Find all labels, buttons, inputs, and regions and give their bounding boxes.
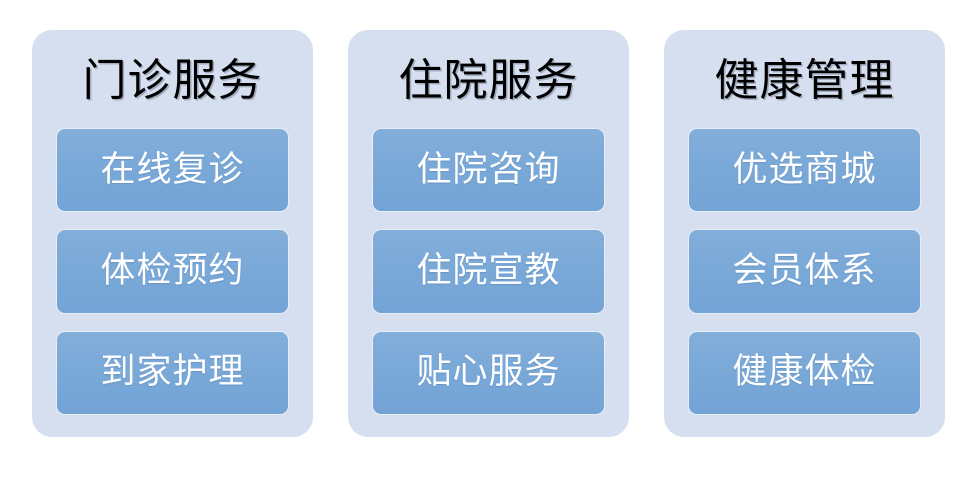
panel-inpatient-services: 住院服务 住院咨询 住院宣教 贴心服务 [348, 30, 629, 437]
button-stack-outpatient-services: 在线复诊 体检预约 到家护理 [56, 128, 289, 415]
service-button-home-nursing[interactable]: 到家护理 [56, 330, 289, 415]
button-stack-health-management: 优选商城 会员体系 健康体检 [688, 128, 921, 415]
service-button-caring-service[interactable]: 贴心服务 [372, 330, 605, 415]
panel-title-inpatient-services: 住院服务 [398, 55, 579, 106]
service-button-inpatient-education[interactable]: 住院宣教 [372, 229, 605, 314]
service-button-checkup-appointment[interactable]: 体检预约 [56, 229, 289, 314]
service-button-preferred-mall[interactable]: 优选商城 [688, 128, 921, 213]
panel-outpatient-services: 门诊服务 在线复诊 体检预约 到家护理 [32, 30, 313, 437]
button-stack-inpatient-services: 住院咨询 住院宣教 贴心服务 [372, 128, 605, 415]
panel-title-outpatient-services: 门诊服务 [82, 55, 263, 106]
service-button-health-checkup[interactable]: 健康体检 [688, 330, 921, 415]
panel-title-health-management: 健康管理 [714, 55, 895, 106]
service-button-online-followup[interactable]: 在线复诊 [56, 128, 289, 213]
panel-group: 门诊服务 在线复诊 体检预约 到家护理 住院服务 住院咨询 住院宣教 贴心服务 … [32, 30, 945, 437]
service-button-membership-system[interactable]: 会员体系 [688, 229, 921, 314]
service-button-inpatient-consultation[interactable]: 住院咨询 [372, 128, 605, 213]
panel-health-management: 健康管理 优选商城 会员体系 健康体检 [664, 30, 945, 437]
